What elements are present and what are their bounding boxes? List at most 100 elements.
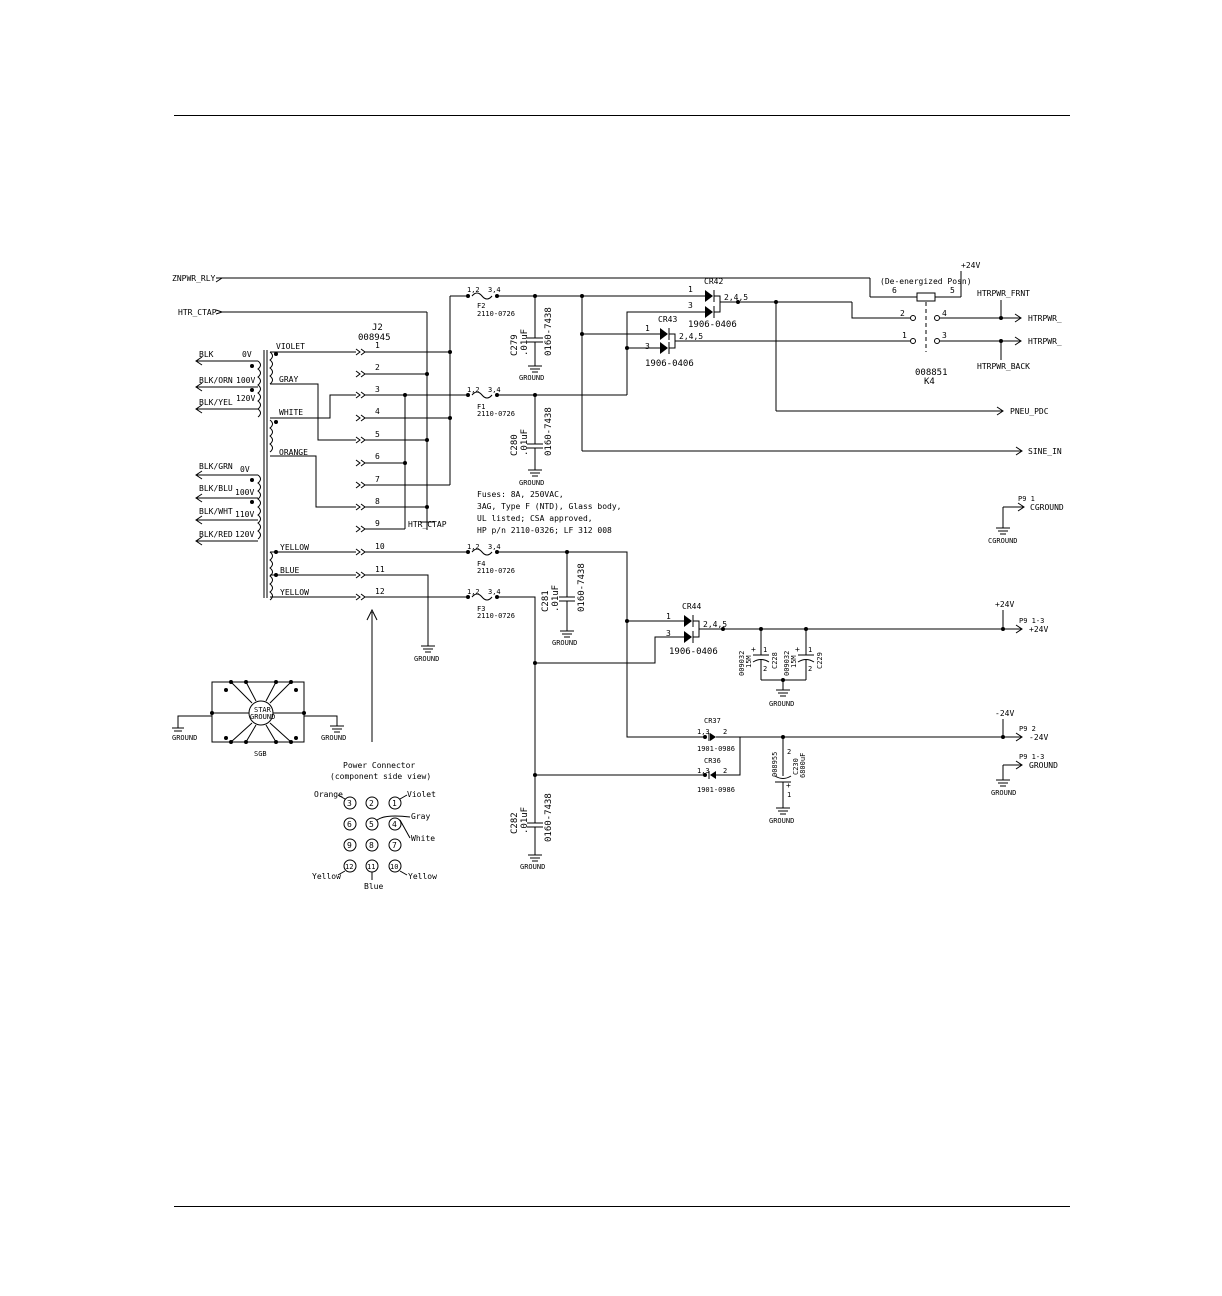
relay-contact-3	[934, 338, 940, 344]
cr36-part: 1901-0986	[697, 786, 735, 794]
f4-ref: F4	[477, 560, 485, 568]
ground-out-gnd-label: GROUND	[991, 789, 1016, 797]
pc-pin-7: 7	[392, 841, 397, 850]
cr44-in3-wire	[535, 636, 684, 664]
primary-winding-1	[257, 360, 261, 418]
f3-in-dot	[466, 595, 470, 599]
c229-pin1: 1	[808, 646, 812, 654]
fuse-note-line-2: 3AG, Type F (NTD), Glass body,	[477, 502, 622, 511]
fuse-f4: 1,2 3,4 F4 2110-0726	[466, 543, 705, 738]
c282-gnd-label: GROUND	[520, 863, 545, 871]
f3-out-wire	[497, 596, 705, 776]
j-dot-7	[448, 416, 452, 420]
c280-ref: C280	[510, 434, 520, 456]
cr42-diode-1	[705, 290, 713, 302]
transformer-core	[263, 350, 268, 598]
pc-pin-3-ring	[343, 796, 357, 810]
c229-plate-2	[797, 659, 815, 663]
star-ground-sub: SGB	[254, 750, 267, 758]
pc-pointer-arrow	[366, 608, 378, 621]
ground-out-label: GROUND	[1029, 761, 1058, 770]
c228-plus: +	[751, 645, 756, 654]
top-rule	[174, 115, 1070, 116]
c279-ref: C279	[510, 334, 520, 356]
f3-pins-out: 3,4	[488, 588, 501, 596]
sec-label-blue: BLUE	[280, 566, 299, 575]
f1-pins-out: 3,4	[488, 386, 501, 394]
relay-pin2-wire	[851, 302, 910, 319]
filter-caps-c228-c229: + 1 2 009032 15M C228 + 1 2 009032 15M C…	[738, 629, 824, 708]
j2-part: 008945	[358, 333, 391, 343]
primary-label-blk-blu: BLK/BLU	[199, 484, 233, 493]
relay-title: (De-energized Posn)	[880, 277, 972, 286]
j2-chevron-4	[355, 414, 366, 422]
cground-net: P9 1 CGROUND CGROUND	[988, 495, 1064, 545]
plus24-pin: P9 1-3	[1019, 617, 1044, 625]
cground-pin: P9 1	[1018, 495, 1035, 503]
pc-pin-6: 6	[347, 820, 352, 829]
star-ground-line-2: GROUND	[250, 713, 275, 721]
transformer-primary: BLK 0V BLK/ORN 100V BLK/YEL 120V BLK/GRN…	[195, 350, 261, 546]
pc-label-violet: Violet	[407, 790, 436, 799]
cground-gnd-label: CGROUND	[988, 537, 1018, 545]
star-ground-line-1: STAR	[254, 706, 272, 714]
secondary-winding-1	[269, 351, 273, 385]
star-dot-13	[224, 688, 228, 692]
c228-c229-gnd-label: GROUND	[769, 700, 794, 708]
j2-pin-9: 9	[375, 519, 380, 528]
c281-part: 0160-7438	[577, 563, 587, 612]
star-ground: STAR GROUND SGB GROUND	[172, 680, 346, 758]
primary-label-blk-yel: BLK/YEL	[199, 398, 233, 407]
pc-leader-yellow-right	[399, 870, 408, 876]
cr44-join	[693, 620, 700, 638]
relay-pin-3: 3	[942, 331, 947, 340]
f2-element	[471, 292, 493, 300]
znpwr-rly-net: ZNPWR_RLY	[172, 274, 871, 297]
fuse-note-line-3: UL listed; CSA approved,	[477, 514, 593, 523]
c228-pin2: 2	[763, 665, 767, 673]
plus24-arrow	[1015, 624, 1023, 634]
htrpwr-back-arrow	[1014, 336, 1022, 346]
cr36-ref: CR36	[704, 757, 721, 765]
pc-leader-white	[399, 819, 411, 839]
star-dot-14	[294, 688, 298, 692]
htrpwr-frnt-arrow	[1014, 313, 1022, 323]
j-dot-4	[425, 438, 429, 442]
j2-chevron-9	[355, 525, 366, 533]
cr36-dot	[703, 773, 707, 777]
htrpwr-frnt-dot	[999, 316, 1003, 320]
ground-pin: P9 1-3	[1019, 753, 1044, 761]
c282-value: .01uF	[520, 807, 530, 834]
f4-pins-out: 3,4	[488, 543, 501, 551]
j2-pin11-wire	[365, 574, 429, 646]
star-dot-4	[289, 680, 293, 684]
cr43-pin245: 2,4,5	[679, 332, 703, 341]
primary-label-blk-grn: BLK/GRN	[199, 462, 233, 471]
fuse-note-line-1: Fuses: 8A, 250VAC,	[477, 490, 564, 499]
relay-pin-6: 6	[892, 286, 897, 295]
cr44-diode-2	[684, 631, 692, 643]
j2-ref: J2	[372, 323, 383, 333]
j2-pin-6: 6	[375, 452, 380, 461]
j2-pin-10: 10	[375, 542, 385, 551]
cr36-pin-k: 2	[723, 767, 727, 775]
j2-chevron-3	[355, 391, 366, 399]
pneu-arrow	[996, 406, 1004, 416]
minus24-top-label: -24V	[995, 709, 1014, 718]
htrpwr-frnt-out: HTRPWR_	[1028, 314, 1062, 323]
star-dot-8	[289, 740, 293, 744]
pc-pin-6-ring	[343, 817, 357, 831]
c229-ref: C229	[816, 652, 824, 669]
cr37-pin-k: 2	[723, 728, 727, 736]
primary-arrow-6	[195, 515, 203, 525]
cr42-in3-wire	[626, 311, 705, 395]
star-left-wire	[177, 715, 212, 728]
pc-leader-yellow-left	[337, 870, 346, 876]
pc-pin-9: 9	[347, 841, 352, 850]
cr44-ref: CR44	[682, 602, 701, 611]
cr43-part: 1906-0406	[645, 359, 694, 369]
j2-pin-2: 2	[375, 363, 380, 372]
j2-chevron-6	[355, 459, 366, 467]
pc-pin-5: 5	[369, 820, 374, 829]
